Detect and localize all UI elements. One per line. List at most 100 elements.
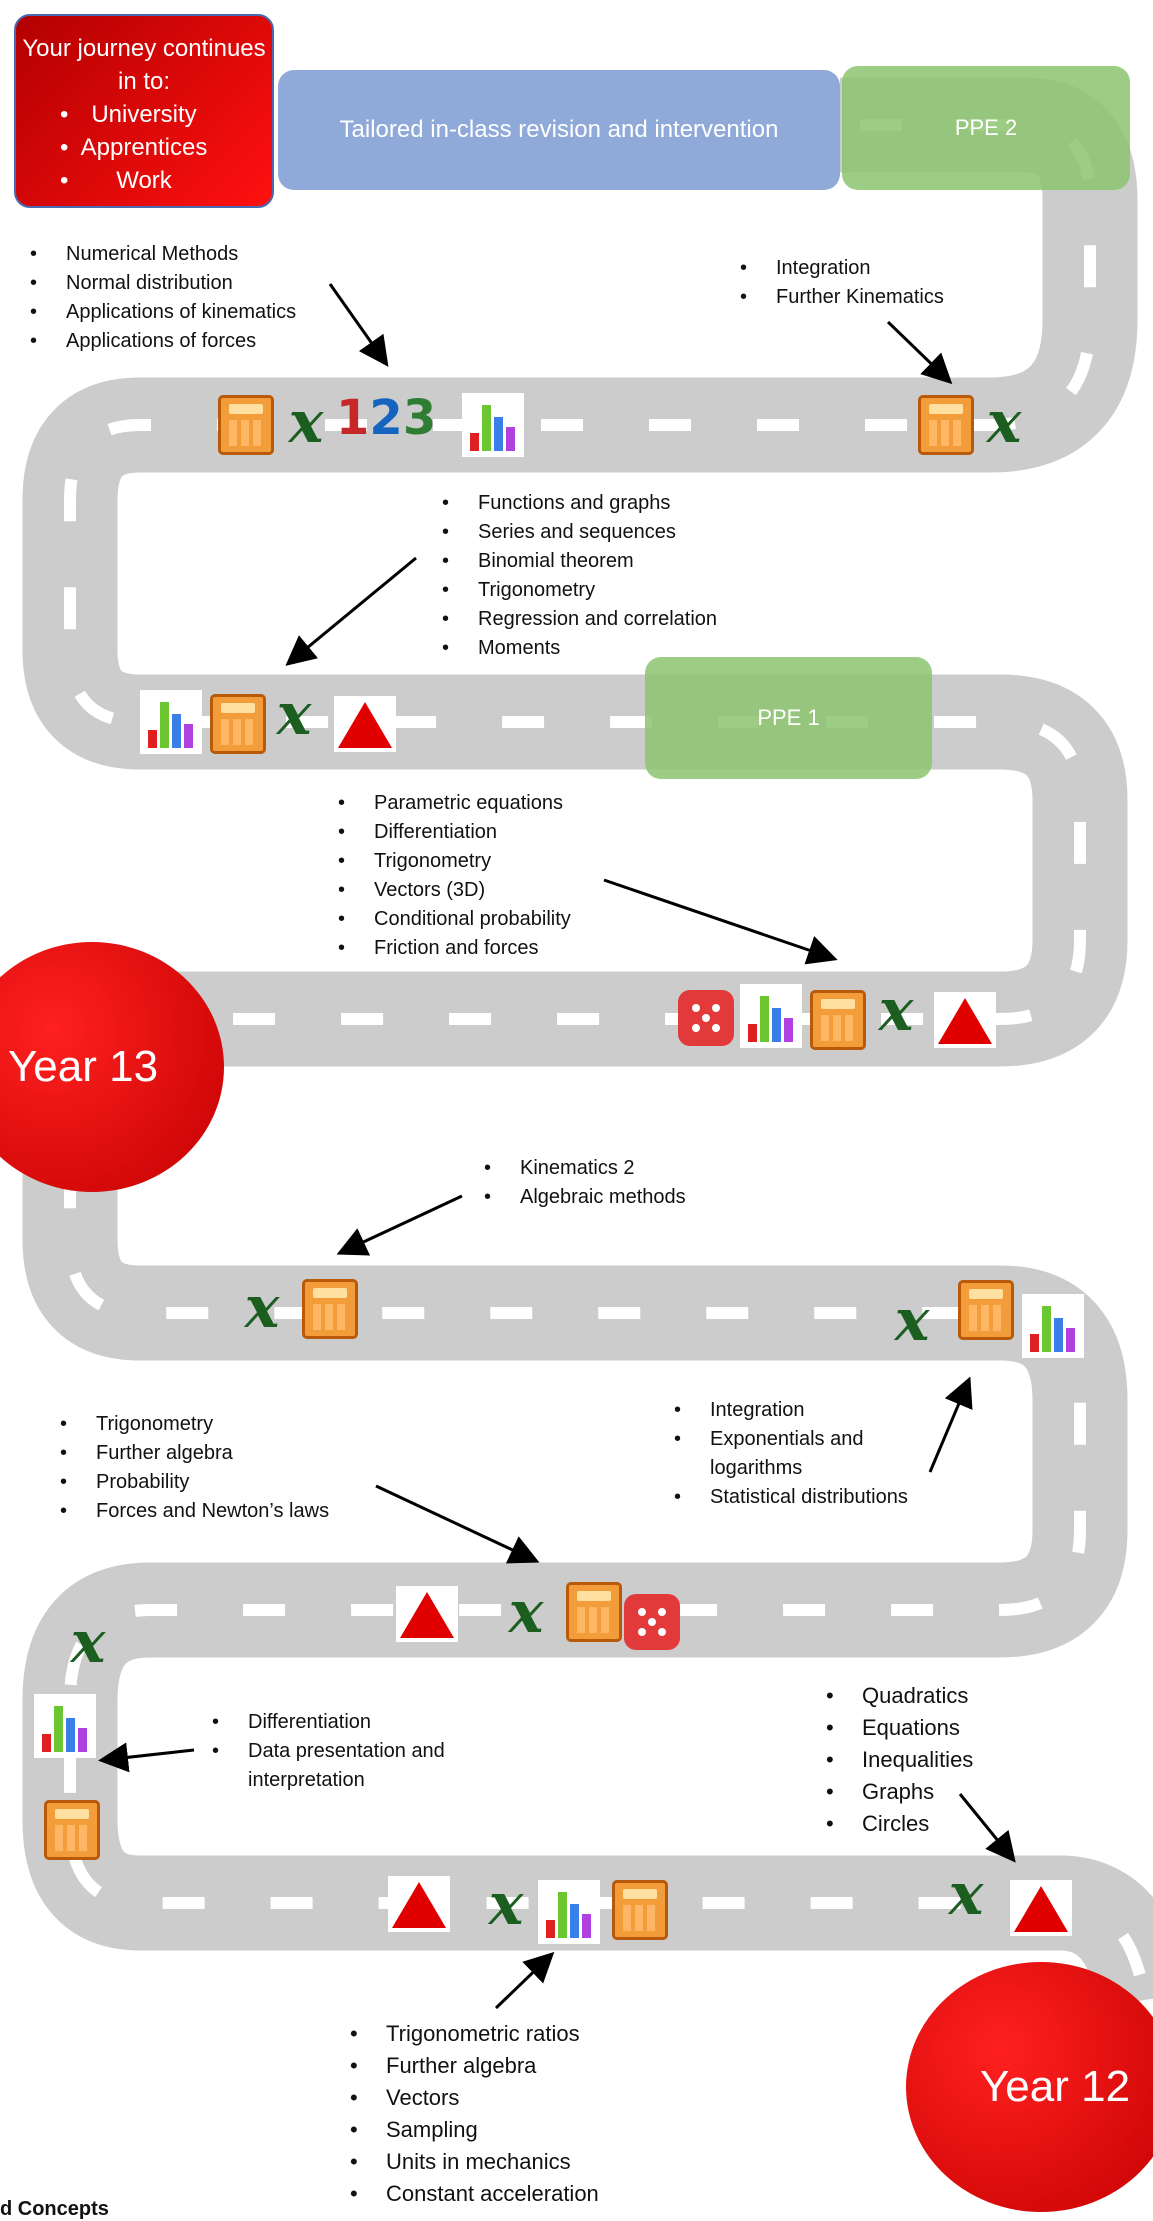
topic-item: Trigonometry [442, 576, 717, 605]
revision-bar: Tailored in-class revision and intervent… [278, 70, 840, 190]
topic-item: Parametric equations [338, 789, 571, 818]
bar-chart-icon-bar [184, 724, 193, 748]
triangle-icon [334, 696, 396, 752]
arrow-1 [328, 283, 389, 367]
ppe2-box: PPE 2 [842, 66, 1130, 190]
number-3: 3 [402, 390, 437, 446]
topic-item: Conditional probability [338, 905, 571, 934]
x-icon: x [948, 1860, 984, 1928]
topic-list-g4: Parametric equations Differentiation Tri… [338, 789, 571, 963]
topic-item: Units in mechanics [350, 2146, 599, 2178]
ppe1-box: PPE 1 [645, 657, 932, 779]
bar-chart-icon-bar [1030, 1334, 1039, 1352]
bar-chart-icon-bar [506, 427, 515, 451]
arrow-5 [336, 1194, 463, 1256]
topic-item: Vectors (3D) [338, 876, 571, 905]
topic-item: Binomial theorem [442, 547, 717, 576]
destination-list: University Apprentices Work [16, 98, 272, 197]
bar-chart-icon-bar [470, 433, 479, 451]
bar-chart-icon-bar [546, 1920, 555, 1938]
topic-list-g7: Integration Exponentials and logarithms … [674, 1396, 910, 1512]
topic-list-g2: Integration Further Kinematics [740, 254, 944, 312]
triangle-icon [934, 992, 996, 1048]
x-icon: x [288, 388, 324, 456]
x-icon: x [894, 1286, 930, 1354]
bar-chart-icon-bar [78, 1728, 87, 1752]
bar-chart-icon-bar [1054, 1318, 1063, 1352]
bar-chart-icon [34, 1694, 96, 1758]
x-icon: x [70, 1608, 106, 1676]
topic-item: Trigonometric ratios [350, 2018, 599, 2050]
calculator-icon [566, 1582, 622, 1642]
topic-item: Graphs [826, 1776, 973, 1808]
topic-item: Quadratics [826, 1680, 973, 1712]
topic-list-g1: Numerical Methods Normal distribution Ap… [30, 240, 296, 356]
bar-chart-icon-bar [760, 996, 769, 1042]
bar-chart-icon-bar [748, 1024, 757, 1042]
calculator-icon [958, 1280, 1014, 1340]
topic-item: Differentiation [338, 818, 571, 847]
topic-item: Exponentials and logarithms [674, 1425, 910, 1483]
bar-chart-icon-bar [148, 730, 157, 748]
topic-item: Integration [740, 254, 944, 283]
topic-item: Friction and forces [338, 934, 571, 963]
x-icon: x [508, 1578, 544, 1646]
bar-chart-icon [740, 984, 802, 1048]
topic-list-g10: Trigonometric ratios Further algebra Vec… [350, 2018, 599, 2210]
topic-item: Data presentation and interpretation [212, 1737, 502, 1795]
calculator-icon [918, 395, 974, 455]
topic-item: Moments [442, 634, 717, 663]
topic-item: Trigonometry [60, 1410, 329, 1439]
bar-chart-icon [538, 1880, 600, 1944]
arrow-8 [98, 1742, 195, 1773]
destination-item: University [16, 98, 272, 131]
topic-item: Functions and graphs [442, 489, 717, 518]
x-icon: x [878, 976, 914, 1044]
calculator-icon [210, 694, 266, 754]
topic-item: Applications of forces [30, 327, 296, 356]
arrow-3 [285, 556, 417, 666]
bar-chart-icon [462, 393, 524, 457]
arrow-4 [603, 878, 838, 965]
topic-item: Algebraic methods [484, 1183, 686, 1212]
topic-list-g3: Functions and graphs Series and sequence… [442, 489, 717, 663]
topic-item: Further Kinematics [740, 283, 944, 312]
journey-box: Your journey continues in to: University… [14, 14, 274, 208]
bar-chart-icon-bar [558, 1892, 567, 1938]
topic-item: Trigonometry [338, 847, 571, 876]
bar-chart-icon-bar [1066, 1328, 1075, 1352]
dice-icon [678, 990, 734, 1046]
bar-chart-icon-bar [482, 405, 491, 451]
bar-chart-icon-bar [570, 1904, 579, 1938]
topic-item: Probability [60, 1468, 329, 1497]
topic-item: Sampling [350, 2114, 599, 2146]
topic-list-g5: Kinematics 2 Algebraic methods [484, 1154, 686, 1212]
topic-item: Regression and correlation [442, 605, 717, 634]
bar-chart-icon [140, 690, 202, 754]
topic-item: Numerical Methods [30, 240, 296, 269]
triangle-icon [388, 1876, 450, 1932]
topic-item: Further algebra [350, 2050, 599, 2082]
topic-item: Statistical distributions [674, 1483, 910, 1512]
topic-item: Applications of kinematics [30, 298, 296, 327]
topic-item: Circles [826, 1808, 973, 1840]
topic-item: Integration [674, 1396, 910, 1425]
bar-chart-icon-bar [772, 1008, 781, 1042]
topic-item: Series and sequences [442, 518, 717, 547]
topic-item: Equations [826, 1712, 973, 1744]
destination-item: Apprentices [16, 131, 272, 164]
bar-chart-icon-bar [160, 702, 169, 748]
numbers-123-icon: 123 [336, 390, 436, 446]
topic-item: Normal distribution [30, 269, 296, 298]
number-1: 1 [336, 390, 370, 446]
arrow-7 [375, 1484, 540, 1564]
topic-item: Further algebra [60, 1439, 329, 1468]
topic-list-g9: Quadratics Equations Inequalities Graphs… [826, 1680, 973, 1840]
calculator-icon [218, 395, 274, 455]
calculator-icon [302, 1279, 358, 1339]
number-2: 2 [369, 390, 403, 446]
topic-item: Kinematics 2 [484, 1154, 686, 1183]
topic-item: Constant acceleration [350, 2178, 599, 2210]
journey-title: Your journey continues in to: [22, 35, 266, 95]
footer-caption: d Concepts [0, 2198, 109, 2220]
